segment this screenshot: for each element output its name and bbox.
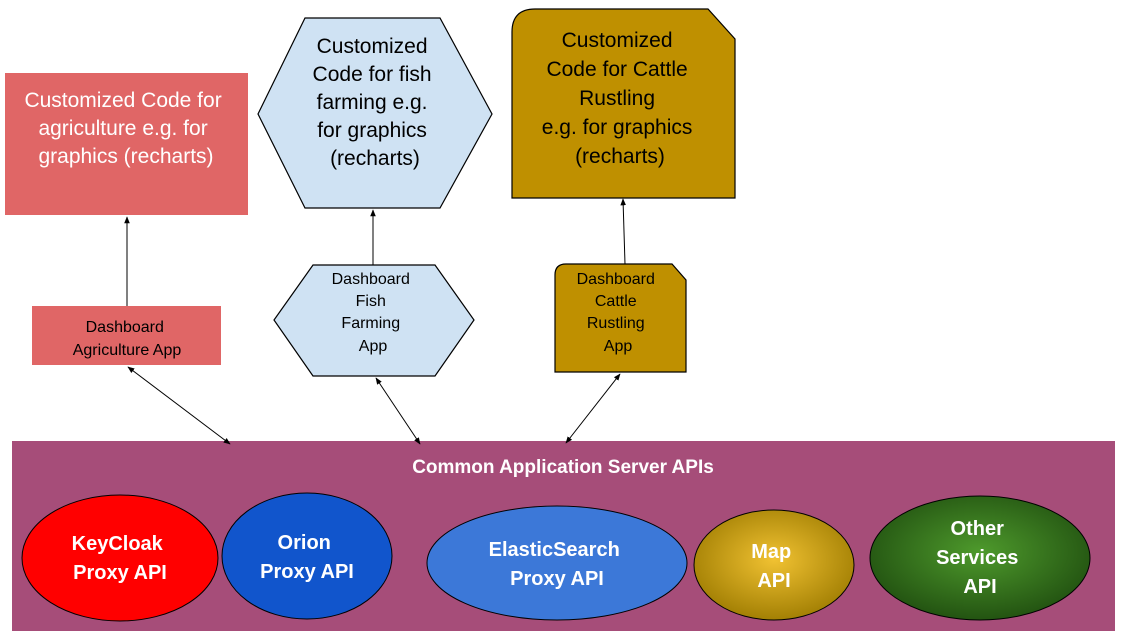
- agriculture-app-shape: [32, 306, 221, 365]
- cattle-code-text: Customized Code for Cattle Rustling e.g.…: [542, 29, 698, 168]
- fish-app-shape: [273, 264, 475, 377]
- other-services-shape: [869, 495, 1091, 621]
- fish-app-box: Dashboard Fish Farming App: [273, 264, 475, 377]
- cattle-up-arrow: [620, 198, 626, 265]
- elasticsearch-text: ElasticSearch Proxy API: [489, 539, 626, 590]
- map-text: Map API: [751, 541, 797, 592]
- agriculture-code-box: Customized Code for agriculture e.g. for…: [5, 73, 248, 215]
- fish-code-box: Customized Code for fish farming e.g. fo…: [257, 17, 493, 209]
- cattle-code-box: Customized Code for Cattle Rustling e.g.…: [511, 8, 736, 199]
- fish-code-shape: [257, 17, 493, 209]
- map-shape: [693, 509, 855, 621]
- agriculture-code-text: Customized Code for agriculture e.g. for…: [24, 89, 227, 168]
- keycloak-api: KeyCloak Proxy API: [21, 494, 219, 622]
- orion-api: Orion Proxy API: [221, 492, 393, 620]
- agriculture-code-shape: [5, 73, 248, 215]
- server-title: Common Application Server APIs: [412, 457, 714, 478]
- agriculture-server-arrow: [127, 366, 231, 445]
- keycloak-text: KeyCloak Proxy API: [72, 533, 169, 584]
- other-services-text: Other Services API: [936, 518, 1024, 598]
- map-api: Map API: [693, 509, 855, 621]
- fish-code-text: Customized Code for fish farming e.g. fo…: [313, 35, 438, 170]
- fish-server-arrow: [375, 377, 421, 445]
- cattle-server-arrow: [565, 373, 621, 444]
- cattle-app-shape: [554, 263, 687, 373]
- orion-shape: [221, 492, 393, 620]
- elasticsearch-api: ElasticSearch Proxy API: [426, 505, 688, 621]
- agriculture-app-box: Dashboard Agriculture App: [32, 306, 221, 365]
- cattle-app-text: Dashboard Cattle Rustling App: [577, 271, 660, 355]
- agriculture-app-text: Dashboard Agriculture App: [73, 319, 182, 359]
- elasticsearch-shape: [426, 505, 688, 621]
- keycloak-shape: [21, 494, 219, 622]
- orion-text: Orion Proxy API: [260, 532, 354, 583]
- other-services-api: Other Services API: [869, 495, 1091, 621]
- cattle-code-shape: [511, 8, 736, 199]
- fish-app-text: Dashboard Fish Farming App: [332, 271, 415, 355]
- cattle-app-box: Dashboard Cattle Rustling App: [554, 263, 687, 373]
